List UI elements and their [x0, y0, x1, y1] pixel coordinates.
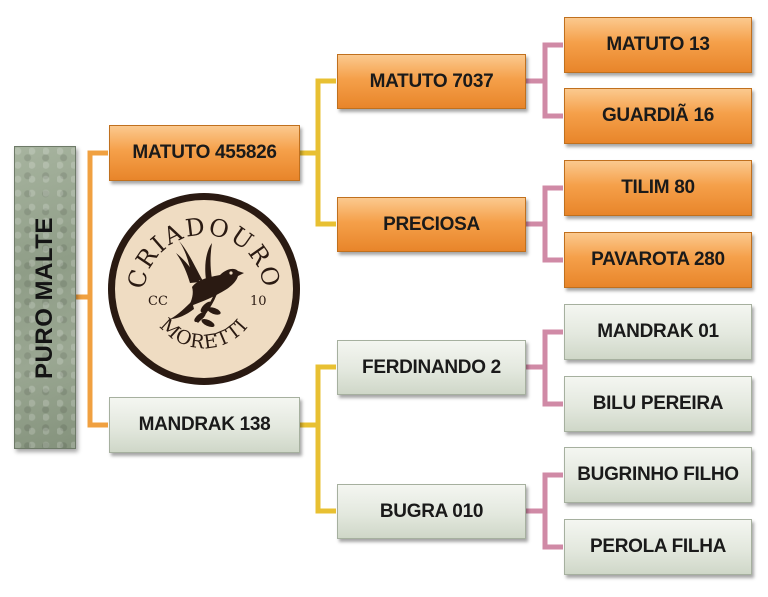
great-grandparent-name: BUGRINHO FILHO	[577, 464, 739, 485]
sire-name: MATUTO 455826	[132, 142, 277, 163]
great-grandparent-box[interactable]: PEROLA FILHA	[564, 519, 752, 575]
logo-left-text: CC	[148, 294, 168, 309]
connector-dam-gp	[300, 364, 336, 428]
great-grandparent-box[interactable]: BILU PEREIRA	[564, 376, 752, 432]
sire-dam-box[interactable]: PRECIOSA	[337, 197, 526, 252]
great-grandparent-box[interactable]: GUARDIÃ 16	[564, 88, 752, 144]
dam-dam-name: BUGRA 010	[379, 500, 484, 522]
root-bird-name: PURO MALTE	[31, 216, 59, 379]
connector-gp4-ggp	[526, 472, 563, 514]
logo-right-text: 10	[250, 294, 267, 309]
dove-with-olive-branch-icon	[170, 241, 244, 328]
great-grandparent-box[interactable]: MATUTO 13	[564, 17, 752, 73]
dam-sire-box[interactable]: FERDINANDO 2	[337, 340, 526, 395]
sire-sire-box[interactable]: MATUTO 7037	[337, 54, 526, 109]
connector-root-parents	[74, 150, 108, 300]
connector-gp2-ggp	[526, 185, 563, 227]
dam-dam-box[interactable]: BUGRA 010	[337, 484, 526, 539]
great-grandparent-box[interactable]: PAVAROTA 280	[564, 232, 752, 288]
great-grandparent-name: BILU PEREIRA	[592, 393, 724, 414]
great-grandparent-name: MATUTO 13	[606, 34, 710, 55]
great-grandparent-name: TILIM 80	[621, 177, 695, 198]
great-grandparent-box[interactable]: BUGRINHO FILHO	[564, 447, 752, 503]
great-grandparent-name: PAVAROTA 280	[591, 249, 725, 270]
connector-gp1-ggp	[526, 42, 563, 84]
connector-gp4-ggp2	[542, 511, 563, 550]
connector-sire-gp	[300, 78, 336, 156]
connector-gp2-ggp2	[542, 224, 563, 263]
dam-name: MANDRAK 138	[138, 414, 271, 435]
root-bird-box[interactable]: PURO MALTE	[14, 146, 76, 449]
great-grandparent-box[interactable]: TILIM 80	[564, 160, 752, 216]
connector-gp3-ggp2	[542, 367, 563, 407]
great-grandparent-name: GUARDIÃ 16	[601, 105, 715, 126]
connector-dam-gp2	[315, 425, 336, 514]
connector-sire-gp2	[315, 153, 336, 227]
great-grandparent-box[interactable]: MANDRAK 01	[564, 304, 752, 360]
great-grandparent-name: PEROLA FILHA	[589, 536, 727, 557]
dove-eye	[229, 271, 233, 275]
dam-sire-name: FERDINANDO 2	[362, 356, 501, 378]
great-grandparent-name: MANDRAK 01	[597, 321, 719, 342]
sire-sire-name: MATUTO 7037	[369, 70, 494, 92]
connector-root-dam	[87, 297, 108, 428]
sire-box[interactable]: MATUTO 455826	[109, 125, 300, 181]
sire-dam-name: PRECIOSA	[383, 213, 480, 235]
connector-gp1-ggp2	[542, 81, 563, 119]
connector-gp3-ggp	[526, 329, 563, 370]
dam-box[interactable]: MANDRAK 138	[109, 397, 300, 453]
breeder-logo: CRIADOURO MORETTI CC 10	[108, 193, 300, 385]
